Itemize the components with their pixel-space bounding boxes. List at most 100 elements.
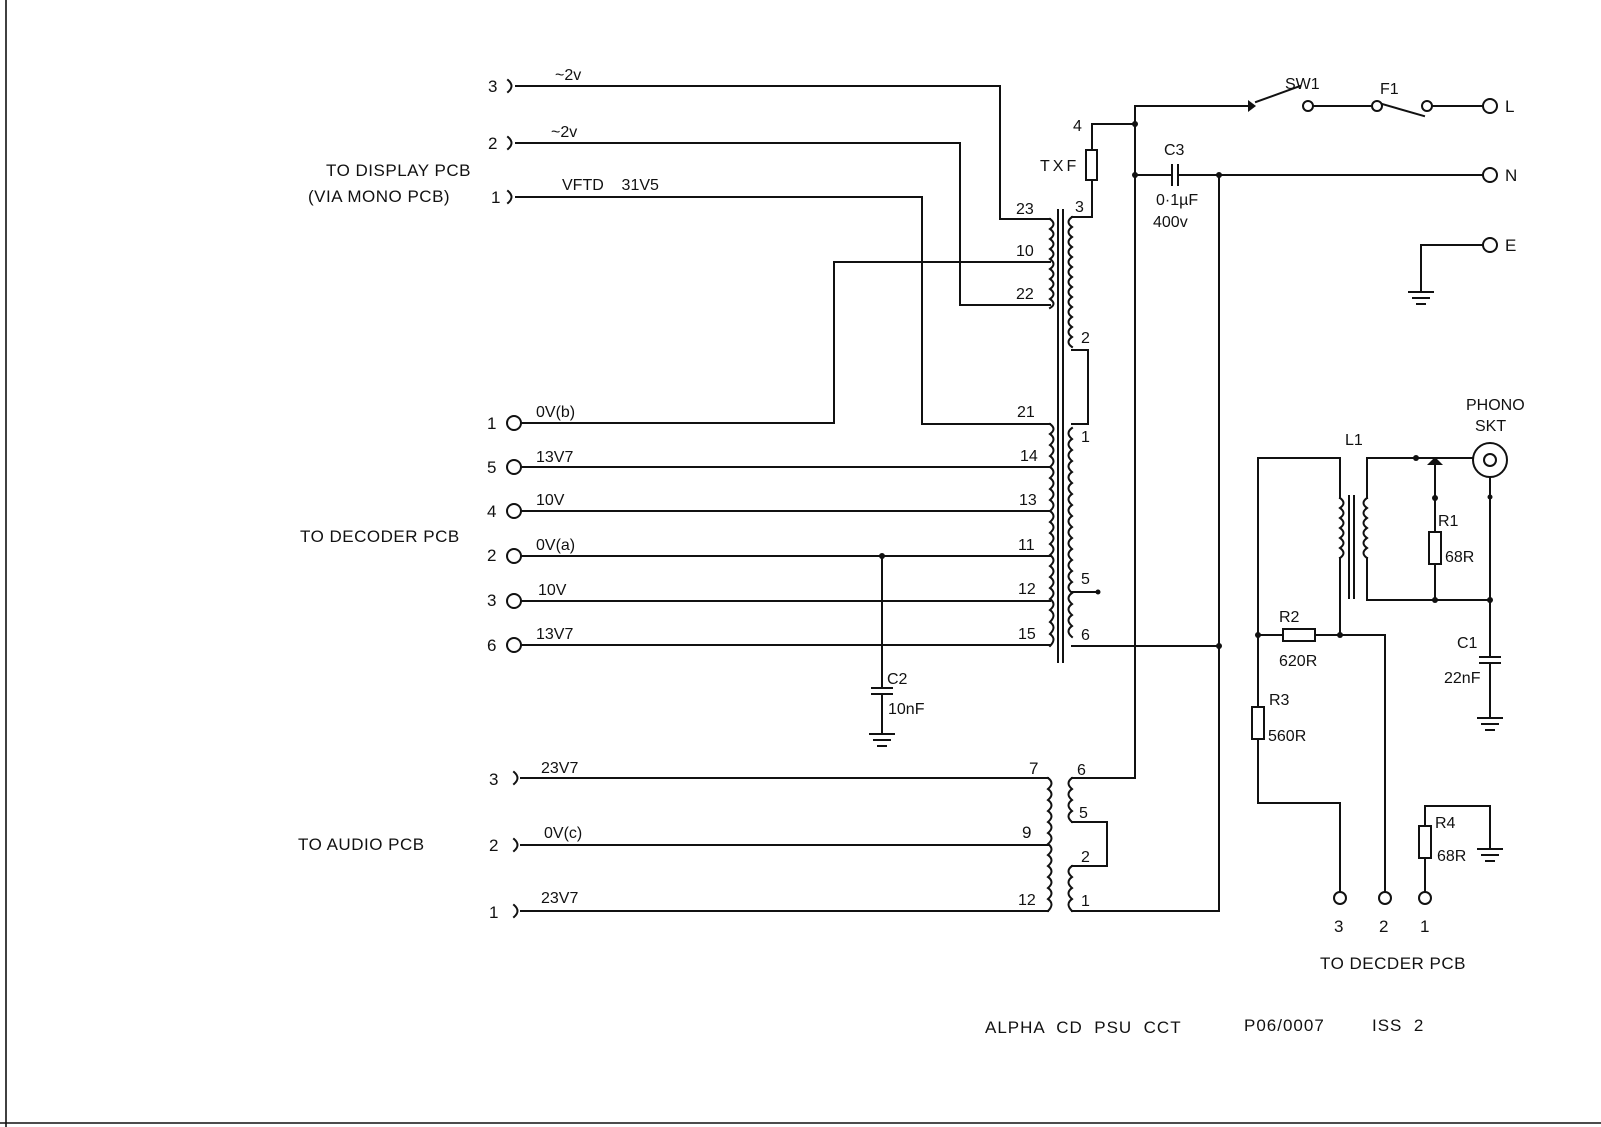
audio-pin-signal: 23V7 (541, 760, 578, 777)
tap-label: 15 (1018, 626, 1036, 643)
junction-dot (1413, 455, 1419, 461)
tap-label: 5 (1081, 571, 1090, 588)
decder-terminal (1333, 891, 1347, 905)
c1-ref: C1 (1457, 635, 1478, 652)
tap-label: 1 (1081, 429, 1090, 446)
r1-value: 68R (1445, 549, 1474, 566)
secondary-coil-lower (1048, 422, 1055, 648)
l1-secondary-coil (1362, 496, 1369, 560)
ground-icon (1408, 291, 1434, 305)
display-pin-signal: ~2v (555, 67, 581, 84)
audio-primary-coil-upper (1067, 776, 1074, 824)
terminal (506, 637, 522, 653)
decder-bottom-label: TO DECDER PCB (1320, 954, 1466, 973)
mains-label-E: E (1505, 236, 1517, 255)
decoder-pin-number: 6 (487, 636, 497, 655)
display-group-label-1: TO DISPLAY PCB (326, 161, 471, 180)
main-transformer (1048, 209, 1101, 663)
audio-pin-number: 2 (489, 836, 499, 855)
audio-tap-label: 9 (1022, 823, 1032, 842)
tap-label: 13 (1019, 492, 1037, 509)
terminal (506, 415, 522, 431)
sw1-label: SW1 (1285, 76, 1320, 93)
phono-socket (1472, 442, 1508, 478)
audio-pin-number: 1 (489, 903, 499, 922)
decoder-pin-number: 1 (487, 414, 497, 433)
decder-terminal (1378, 891, 1392, 905)
display-pin-signal: ~2v (551, 124, 577, 141)
audio-group-label: TO AUDIO PCB (298, 835, 425, 854)
audio-tap-label: 6 (1077, 762, 1086, 779)
display-connector: 3 ~2v 2 ~2v 1 VFTD 31V5 (488, 67, 659, 207)
audio-tap-label: 12 (1018, 892, 1036, 909)
audio-primary-link (1071, 821, 1108, 867)
display-pin-signal: VFTD 31V5 (562, 177, 659, 194)
c1-value: 22nF (1444, 670, 1481, 687)
wire-r3-out (1257, 738, 1341, 893)
wire-decder-pin2 (1339, 634, 1386, 893)
junction-dot (1487, 597, 1493, 603)
connector-pin-symbol (506, 78, 513, 94)
connector-pin-symbol (506, 189, 513, 205)
ground-icon (1477, 848, 1503, 862)
decoder-pin-number: 5 (487, 458, 497, 477)
decoder-pin-signal: 10V (538, 582, 567, 599)
wire-display-1 (515, 196, 1051, 425)
display-pin-number: 1 (491, 188, 501, 207)
junction-dot (1432, 495, 1438, 501)
terminal (506, 503, 522, 519)
drawing-issue: ISS 2 (1372, 1016, 1424, 1035)
r2-value: 620R (1279, 653, 1317, 670)
phono-label-2: SKT (1475, 418, 1506, 435)
mains-label-L: L (1505, 97, 1515, 116)
audio-tap-label: 7 (1029, 759, 1039, 778)
ground-icon (869, 733, 895, 747)
wire-l1-primary-top (1257, 457, 1341, 636)
decder-terminal (1418, 891, 1432, 905)
display-group-label-2: (VIA MONO PCB) (308, 187, 450, 206)
mains-label-N: N (1505, 166, 1518, 185)
l1-primary-coil (1338, 496, 1345, 560)
tap-label: 3 (1075, 199, 1084, 216)
audio-pin-number: 3 (489, 770, 499, 789)
audio-tap-label: 2 (1081, 849, 1090, 866)
ground-icon (1477, 717, 1503, 731)
decoder-pin-signal: 13V7 (536, 449, 573, 466)
mains-terminal-N (1482, 167, 1498, 183)
phono-label-1: PHONO (1466, 397, 1525, 414)
secondary-coil-upper (1048, 217, 1055, 310)
decoder-pin-signal: 10V (536, 492, 565, 509)
audio-secondary-coil (1046, 776, 1053, 913)
r4-value: 68R (1437, 848, 1466, 865)
decoder-pin-number: 2 (487, 546, 497, 565)
tap-label: 12 (1018, 581, 1036, 598)
wire-l1-sec-top (1366, 457, 1473, 499)
txf-wire (1071, 179, 1093, 218)
connector-pin-symbol (506, 135, 513, 151)
connector-pin-symbol (512, 770, 519, 786)
c2-value: 10nF (888, 701, 925, 718)
r4-resistor (1418, 825, 1432, 859)
l1-label: L1 (1345, 432, 1363, 449)
terminal (506, 593, 522, 609)
r3-ref: R3 (1269, 692, 1290, 709)
r1-resistor (1428, 531, 1442, 565)
r1-ref: R1 (1438, 513, 1459, 530)
junction-dot (1432, 597, 1438, 603)
c3-ref: C3 (1164, 142, 1185, 159)
terminal (506, 459, 522, 475)
wire-display-2 (515, 142, 1051, 306)
r2-resistor (1282, 628, 1316, 642)
drawing-title: ALPHA CD PSU CCT (985, 1018, 1182, 1037)
decder-pin-number: 1 (1420, 917, 1430, 936)
wire-display-3 (515, 85, 1051, 220)
wire-r4-ground (1424, 805, 1491, 850)
r3-value: 560R (1268, 728, 1306, 745)
primary-coil-lower (1067, 426, 1074, 639)
tap-label: 4 (1073, 118, 1082, 135)
c3-value: 0·1µF (1156, 192, 1198, 209)
audio-tap-label: 5 (1079, 805, 1088, 822)
decoder-pin-number: 4 (487, 502, 497, 521)
audio-connector: 3 23V7 2 0V(c) 1 23V7 (489, 760, 582, 922)
decoder-group-label: TO DECODER PCB (300, 527, 460, 546)
